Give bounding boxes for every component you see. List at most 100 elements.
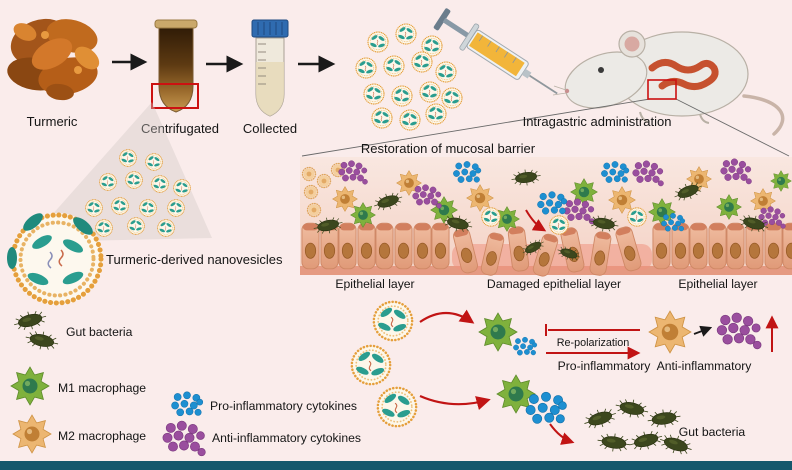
turmeric-photo xyxy=(7,18,100,101)
pro-inflammatory-label: Pro-inflammatory xyxy=(558,359,652,373)
mouse-eye xyxy=(598,67,604,73)
nanovesicle-icon xyxy=(425,103,447,125)
nanovesicle-icon xyxy=(145,153,163,171)
nanovesicle-icon xyxy=(391,85,413,107)
nanovesicle-icon xyxy=(435,61,457,83)
epithelial-cell xyxy=(782,222,792,270)
epithelial-cell xyxy=(301,222,320,270)
nanovesicle-icon xyxy=(419,81,441,103)
epithelial-cell xyxy=(764,222,783,270)
gut-highlight-box xyxy=(647,79,677,100)
nanovesicle-icon xyxy=(367,31,389,53)
rna-squiggle xyxy=(47,251,53,269)
nanovesicle-icon xyxy=(399,109,421,131)
vesicle-to-m1-lower-arrow xyxy=(419,394,491,410)
legend: Gut bacteria M1 macrophage M2 macrophage… xyxy=(10,307,361,457)
damaged-epithelial-label: Damaged epithelial layer xyxy=(487,277,621,291)
nanovesicle-icon xyxy=(383,55,405,77)
nanovesicle-icon xyxy=(395,23,417,45)
epithelial-cell xyxy=(375,222,394,270)
nanovesicle-icon xyxy=(355,57,377,79)
nanovesicle-icon xyxy=(99,173,117,191)
callout-line-left xyxy=(301,98,651,157)
epithelial-cell xyxy=(394,222,413,270)
repolarization-label: Re-polarization xyxy=(557,337,630,349)
nanovesicle-icon xyxy=(376,386,418,428)
callout-line-right xyxy=(675,98,790,157)
collected-label: Collected xyxy=(243,121,297,136)
nanovesicle-icon xyxy=(119,149,137,167)
mouse-tail xyxy=(742,94,785,136)
bottom-bar xyxy=(0,461,792,470)
nanovesicle-large xyxy=(7,212,104,306)
syringe xyxy=(433,8,558,95)
m1-macrophage-icon xyxy=(770,170,792,192)
repolarization-arrows xyxy=(545,324,641,360)
epithelial-cell xyxy=(708,222,727,270)
nanovesicle-icon xyxy=(157,219,175,237)
epithelial-right-label: Epithelial layer xyxy=(678,277,757,291)
epithelial-left-label: Epithelial layer xyxy=(335,277,414,291)
nanovesicle-icon xyxy=(151,175,169,193)
nanovesicle-icon xyxy=(111,197,129,215)
nanovesicle-icon xyxy=(127,217,145,235)
gut-bacteria-bottom-label: Gut bacteria xyxy=(679,425,746,439)
syringe-needle xyxy=(529,74,558,95)
nanovesicle-icon xyxy=(85,199,103,217)
m1-macrophage-icon xyxy=(716,194,742,220)
legend-m1-label: M1 macrophage xyxy=(58,381,146,395)
m2-macrophage-icon xyxy=(648,310,692,354)
invasion-arrow xyxy=(525,209,547,232)
vesicle-to-m1-arrow xyxy=(419,309,475,324)
cytokines-to-bacteria-arrow xyxy=(549,423,575,445)
epithelial-cell xyxy=(413,222,432,270)
m1-macrophage-icon xyxy=(10,366,50,406)
centrifuge-tube xyxy=(151,19,199,113)
nanovesicle-icon xyxy=(95,219,113,237)
nanovesicle-icon xyxy=(125,171,143,189)
nanovesicle-icon xyxy=(411,51,433,73)
intragastric-label: Intragastric administration xyxy=(523,114,672,129)
nanovesicle-icon xyxy=(173,179,191,197)
mechanism-diagram: Re-polarization Pro-inflammatory Anti-in… xyxy=(350,300,779,459)
legend-pro-cytokines-label: Pro-inflammatory cytokines xyxy=(210,399,357,413)
tissue-panel xyxy=(300,157,792,279)
mouse-intestine xyxy=(648,59,719,91)
centrifugated-label: Centrifugated xyxy=(141,121,219,136)
epithelial-cell xyxy=(431,222,450,270)
epithelial-cell xyxy=(357,222,376,270)
m1-macrophage-icon xyxy=(350,202,376,228)
nanovesicle-icon xyxy=(372,300,414,342)
legend-m2-label: M2 macrophage xyxy=(58,429,146,443)
pellet-highlight-box xyxy=(151,83,199,109)
nanovesicle-icon xyxy=(481,207,501,227)
epithelial-cell xyxy=(726,222,745,270)
mouse xyxy=(552,30,785,136)
epithelial-cell xyxy=(745,222,764,270)
collection-tube xyxy=(251,19,289,117)
m2-macrophage-icon xyxy=(608,186,636,214)
epithelial-cell xyxy=(689,222,708,270)
rna-squiggle xyxy=(58,249,64,267)
m2-macrophage-icon xyxy=(466,184,494,212)
m1-macrophage-icon xyxy=(478,312,518,352)
epithelium-damaged xyxy=(451,209,652,279)
m2-macrophage-icon xyxy=(332,186,358,212)
nanovesicle-icon xyxy=(350,344,392,386)
nanovesicle-icon xyxy=(441,87,463,109)
nanovesicle-large-label: Turmeric-derived nanovesicles xyxy=(106,252,283,267)
epithelial-cell xyxy=(338,222,357,270)
nanovesicle-icon xyxy=(363,83,385,105)
nanovesicle-icon xyxy=(167,199,185,217)
legend-anti-cytokines-label: Anti-inflammatory cytokines xyxy=(212,431,361,445)
nanovesicle-icon xyxy=(139,199,157,217)
m2-to-cytokines-arrow xyxy=(693,325,713,337)
zoom-funnel xyxy=(28,102,212,242)
restoration-title: Restoration of mucosal barrier xyxy=(361,141,536,156)
legend-gut-bacteria-label: Gut bacteria xyxy=(66,325,133,339)
nanovesicle-icon xyxy=(371,107,393,129)
m2-macrophage-icon xyxy=(12,414,52,454)
anti-inflammatory-label: Anti-inflammatory xyxy=(657,359,753,373)
